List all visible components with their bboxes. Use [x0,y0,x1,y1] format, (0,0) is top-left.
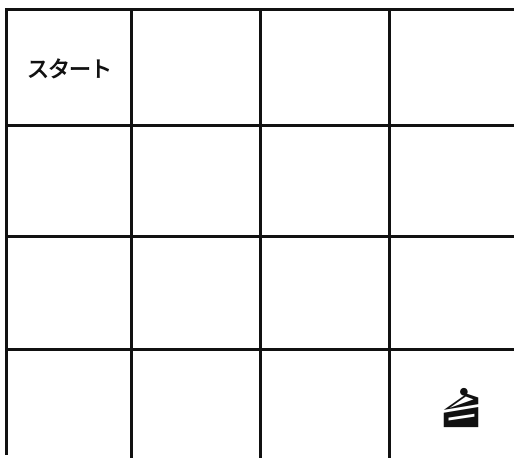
cell-r1-c4[interactable] [391,11,514,127]
cell-r3-c4[interactable] [391,238,514,351]
board-grid: スタート [5,8,514,458]
cell-r4-c3[interactable] [262,351,391,458]
cell-r1-c1[interactable]: スタート [8,11,133,127]
cell-r2-c4[interactable] [391,127,514,238]
cell-r1-c3[interactable] [262,11,391,127]
cake-icon [443,387,479,427]
start-label: スタート [26,57,112,83]
cell-r4-c2[interactable] [133,351,262,458]
cell-r2-c3[interactable] [262,127,391,238]
cell-r3-c2[interactable] [133,238,262,351]
cell-r4-c4[interactable] [391,351,514,458]
cell-r4-c1[interactable] [8,351,133,458]
cell-r1-c2[interactable] [133,11,262,127]
cell-r2-c1[interactable] [8,127,133,238]
cell-r3-c3[interactable] [262,238,391,351]
cell-r2-c2[interactable] [133,127,262,238]
cell-r3-c1[interactable] [8,238,133,351]
